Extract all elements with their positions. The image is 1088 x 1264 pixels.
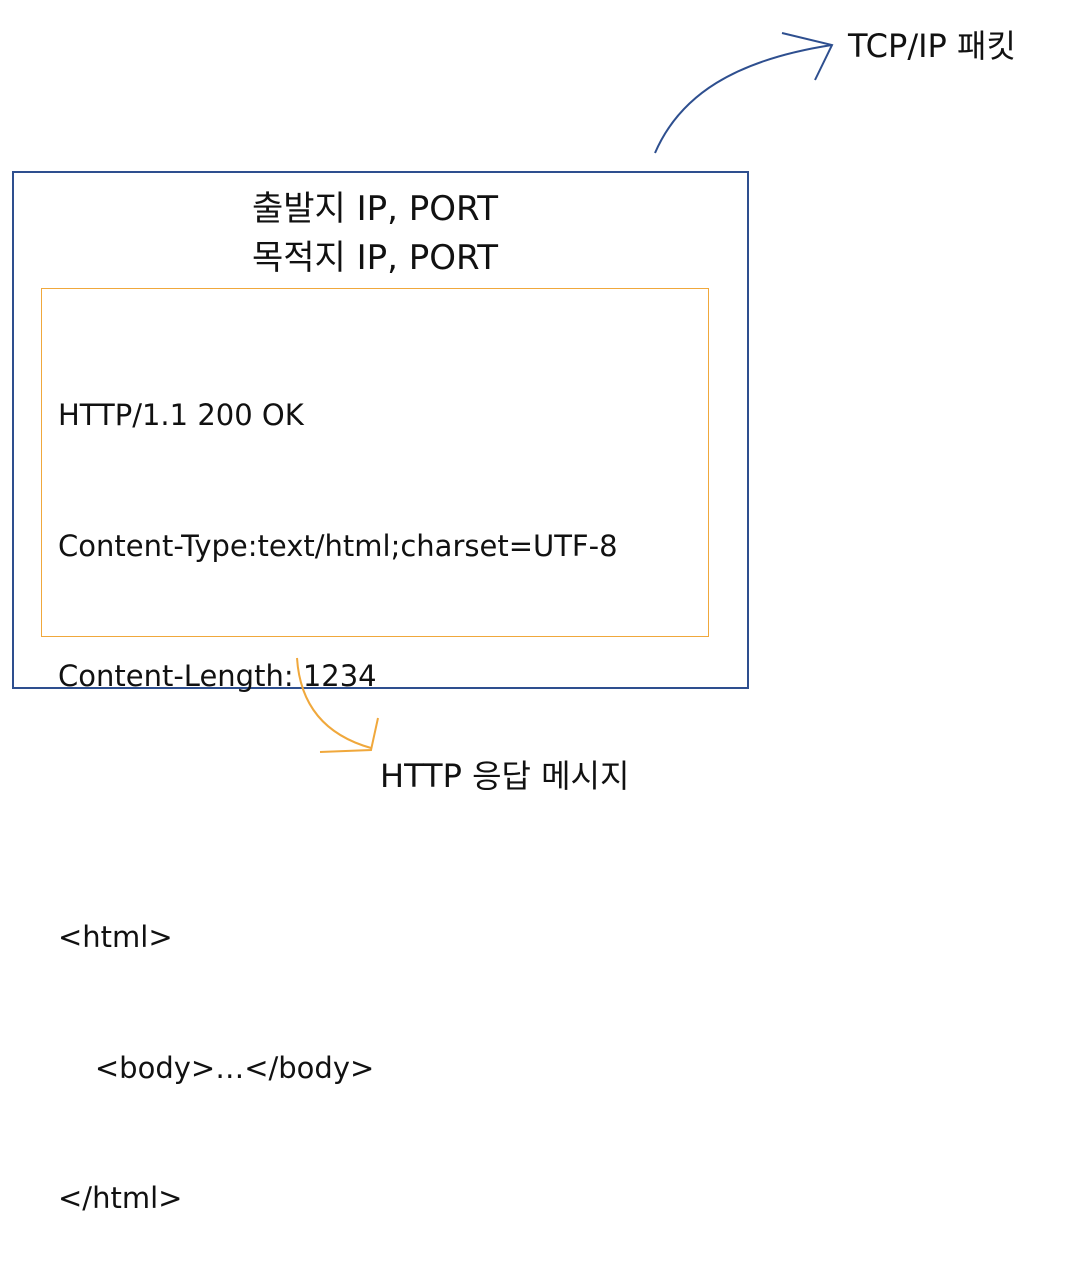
body-body-tag: <body>…</body> <box>58 1050 375 1085</box>
content-type-header: Content-Type:text/html;charset=UTF-8 <box>58 528 618 563</box>
packet-header: 출발지 IP, PORT 목적지 IP, PORT <box>200 185 550 283</box>
body-html-open: <html> <box>58 920 173 954</box>
tcp-ip-packet-label: TCP/IP 패킷 <box>848 27 1016 65</box>
status-line: HTTP/1.1 200 OK <box>58 398 304 432</box>
tcp-ip-packet-box <box>12 171 749 689</box>
content-length-header: Content-Length: 1234 <box>58 659 377 693</box>
tcp-ip-packet-arrow <box>654 32 834 154</box>
body-html-close: </html> <box>58 1181 183 1215</box>
source-ip-port-text: 출발지 IP, PORT <box>252 189 498 229</box>
http-message-box <box>41 288 709 637</box>
http-response-message-label: HTTP 응답 메시지 <box>380 757 630 795</box>
destination-ip-port-text: 목적지 IP, PORT <box>252 238 498 278</box>
